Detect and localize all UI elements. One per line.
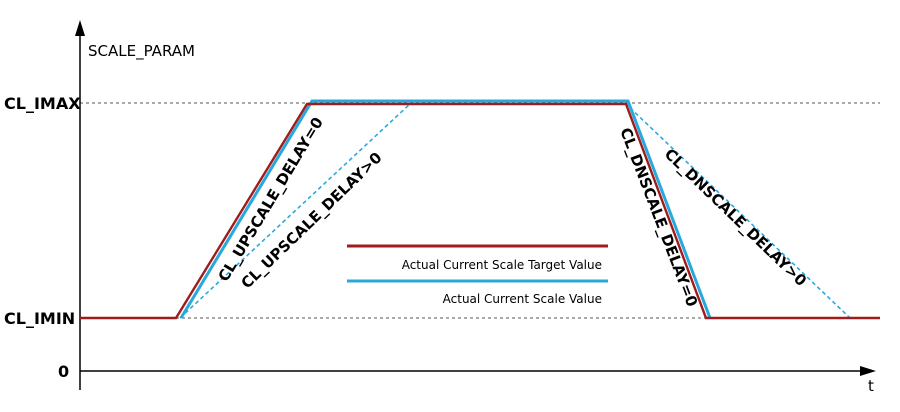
y-axis-title: SCALE_PARAM (88, 42, 195, 61)
x-axis-arrow (860, 366, 876, 376)
label-cl-imin: CL_IMIN (4, 309, 75, 328)
actual-value-delayed-down (624, 102, 851, 319)
legend-label-target: Actual Current Scale Target Value (402, 258, 602, 272)
actual-value-line (179, 99, 712, 319)
annotation-dnscale-delay-zero: CL_DNSCALE_DELAY=0 (616, 125, 701, 309)
label-cl-imax: CL_IMAX (4, 94, 81, 113)
label-zero: 0 (58, 362, 69, 381)
target-value-line (80, 102, 880, 320)
legend: Actual Current Scale Target Value Actual… (347, 244, 608, 306)
legend-label-actual: Actual Current Scale Value (443, 292, 602, 306)
actual-value-delayed-up (179, 102, 412, 319)
x-axis-title: t (868, 377, 874, 395)
y-axis-arrow (75, 20, 85, 36)
